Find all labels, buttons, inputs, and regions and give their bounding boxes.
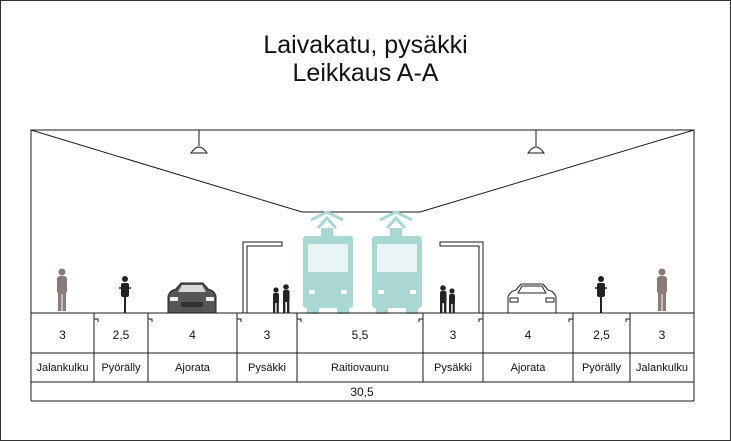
section-label: Jalankulku [636,362,688,374]
tram-icon [303,210,353,314]
section-width-value: 5,5 [352,328,369,342]
section-width-value: 4 [189,328,196,342]
car-icon [167,282,217,314]
pedestrian-icon [657,268,667,311]
shelter-icon [242,241,283,313]
section-label: Jalankulku [37,362,89,374]
section-label: Pyörälly [582,362,622,374]
pedestrian-icon [57,268,67,311]
waiting-people-icon [440,285,455,313]
waiting-people-icon [273,284,290,313]
ceiling-lamp-icon [190,130,208,154]
shelter-icon [439,241,484,313]
section-label: Pyörälly [101,362,141,374]
section-width-value: 2,5 [113,328,130,342]
canopy-structure [30,129,695,313]
section-width-value: 3 [659,328,666,342]
section-width-value: 2,5 [593,328,610,342]
cyclist-icon [595,276,607,313]
section-label: Pysäkki [434,362,472,374]
diagram-subtitle: Leikkaus A-A [292,59,439,87]
section-width-value: 3 [450,328,457,342]
section-label: Raitiovaunu [331,362,389,374]
total-width-value: 30,5 [350,385,374,399]
ceiling-lamp-icon [527,130,545,154]
section-label: Pysäkki [248,362,286,374]
section-width-value: 3 [59,328,66,342]
tram-icon [372,210,422,314]
section-label: Ajorata [511,362,547,374]
cyclist-icon [119,276,131,313]
car-icon [507,283,557,314]
section-label: Ajorata [175,362,211,374]
diagram-title: Laivakatu, pysäkki [263,31,468,59]
section-width-value: 4 [525,328,532,342]
section-width-value: 3 [264,328,271,342]
